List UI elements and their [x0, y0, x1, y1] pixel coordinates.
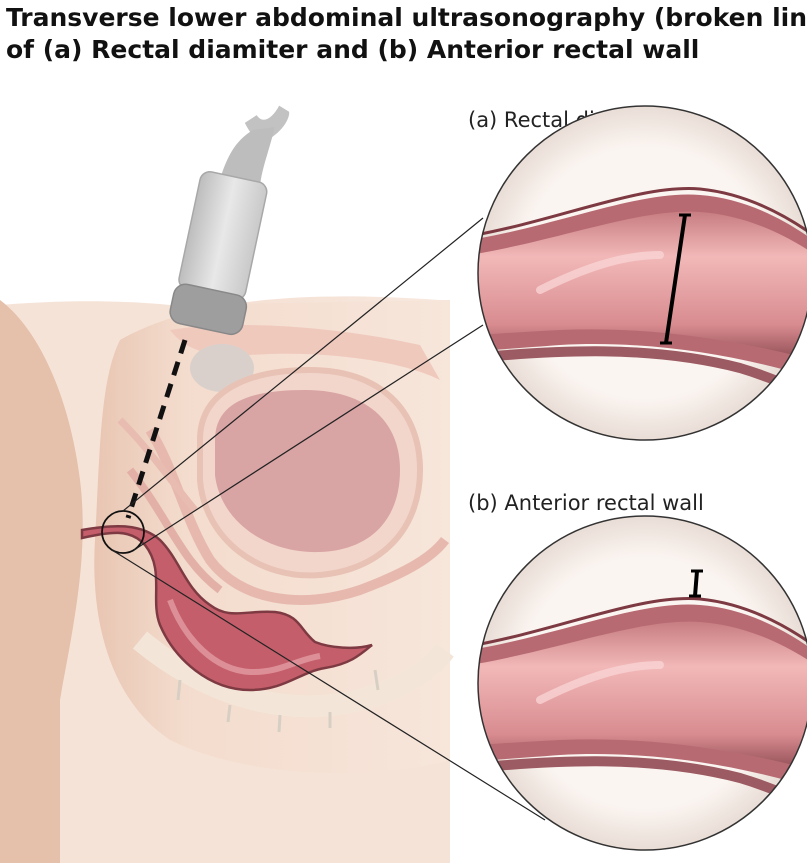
zoom-panel-a [477, 105, 807, 441]
figure-title: Transverse lower abdominal ultrasonograp… [6, 2, 807, 66]
pelvic-organs [117, 325, 449, 605]
zoom-panel-b [477, 515, 807, 851]
ultrasound-probe [169, 105, 290, 336]
rectal-diameter-measure [664, 214, 687, 344]
title-line-1: Transverse lower abdominal ultrasonograp… [6, 3, 807, 32]
panel-b-label: (b) Anterior rectal wall [468, 491, 704, 515]
spine [132, 631, 454, 733]
bone-structure [190, 344, 254, 392]
anterior-wall-measure [693, 570, 699, 597]
rectum [80, 524, 373, 692]
bladder [215, 390, 400, 553]
title-line-2: of (a) Rectal diamiter and (b) Anterior … [6, 35, 700, 64]
zoom-connector-lines [111, 217, 546, 821]
ultrasound-beam-line [125, 339, 188, 519]
